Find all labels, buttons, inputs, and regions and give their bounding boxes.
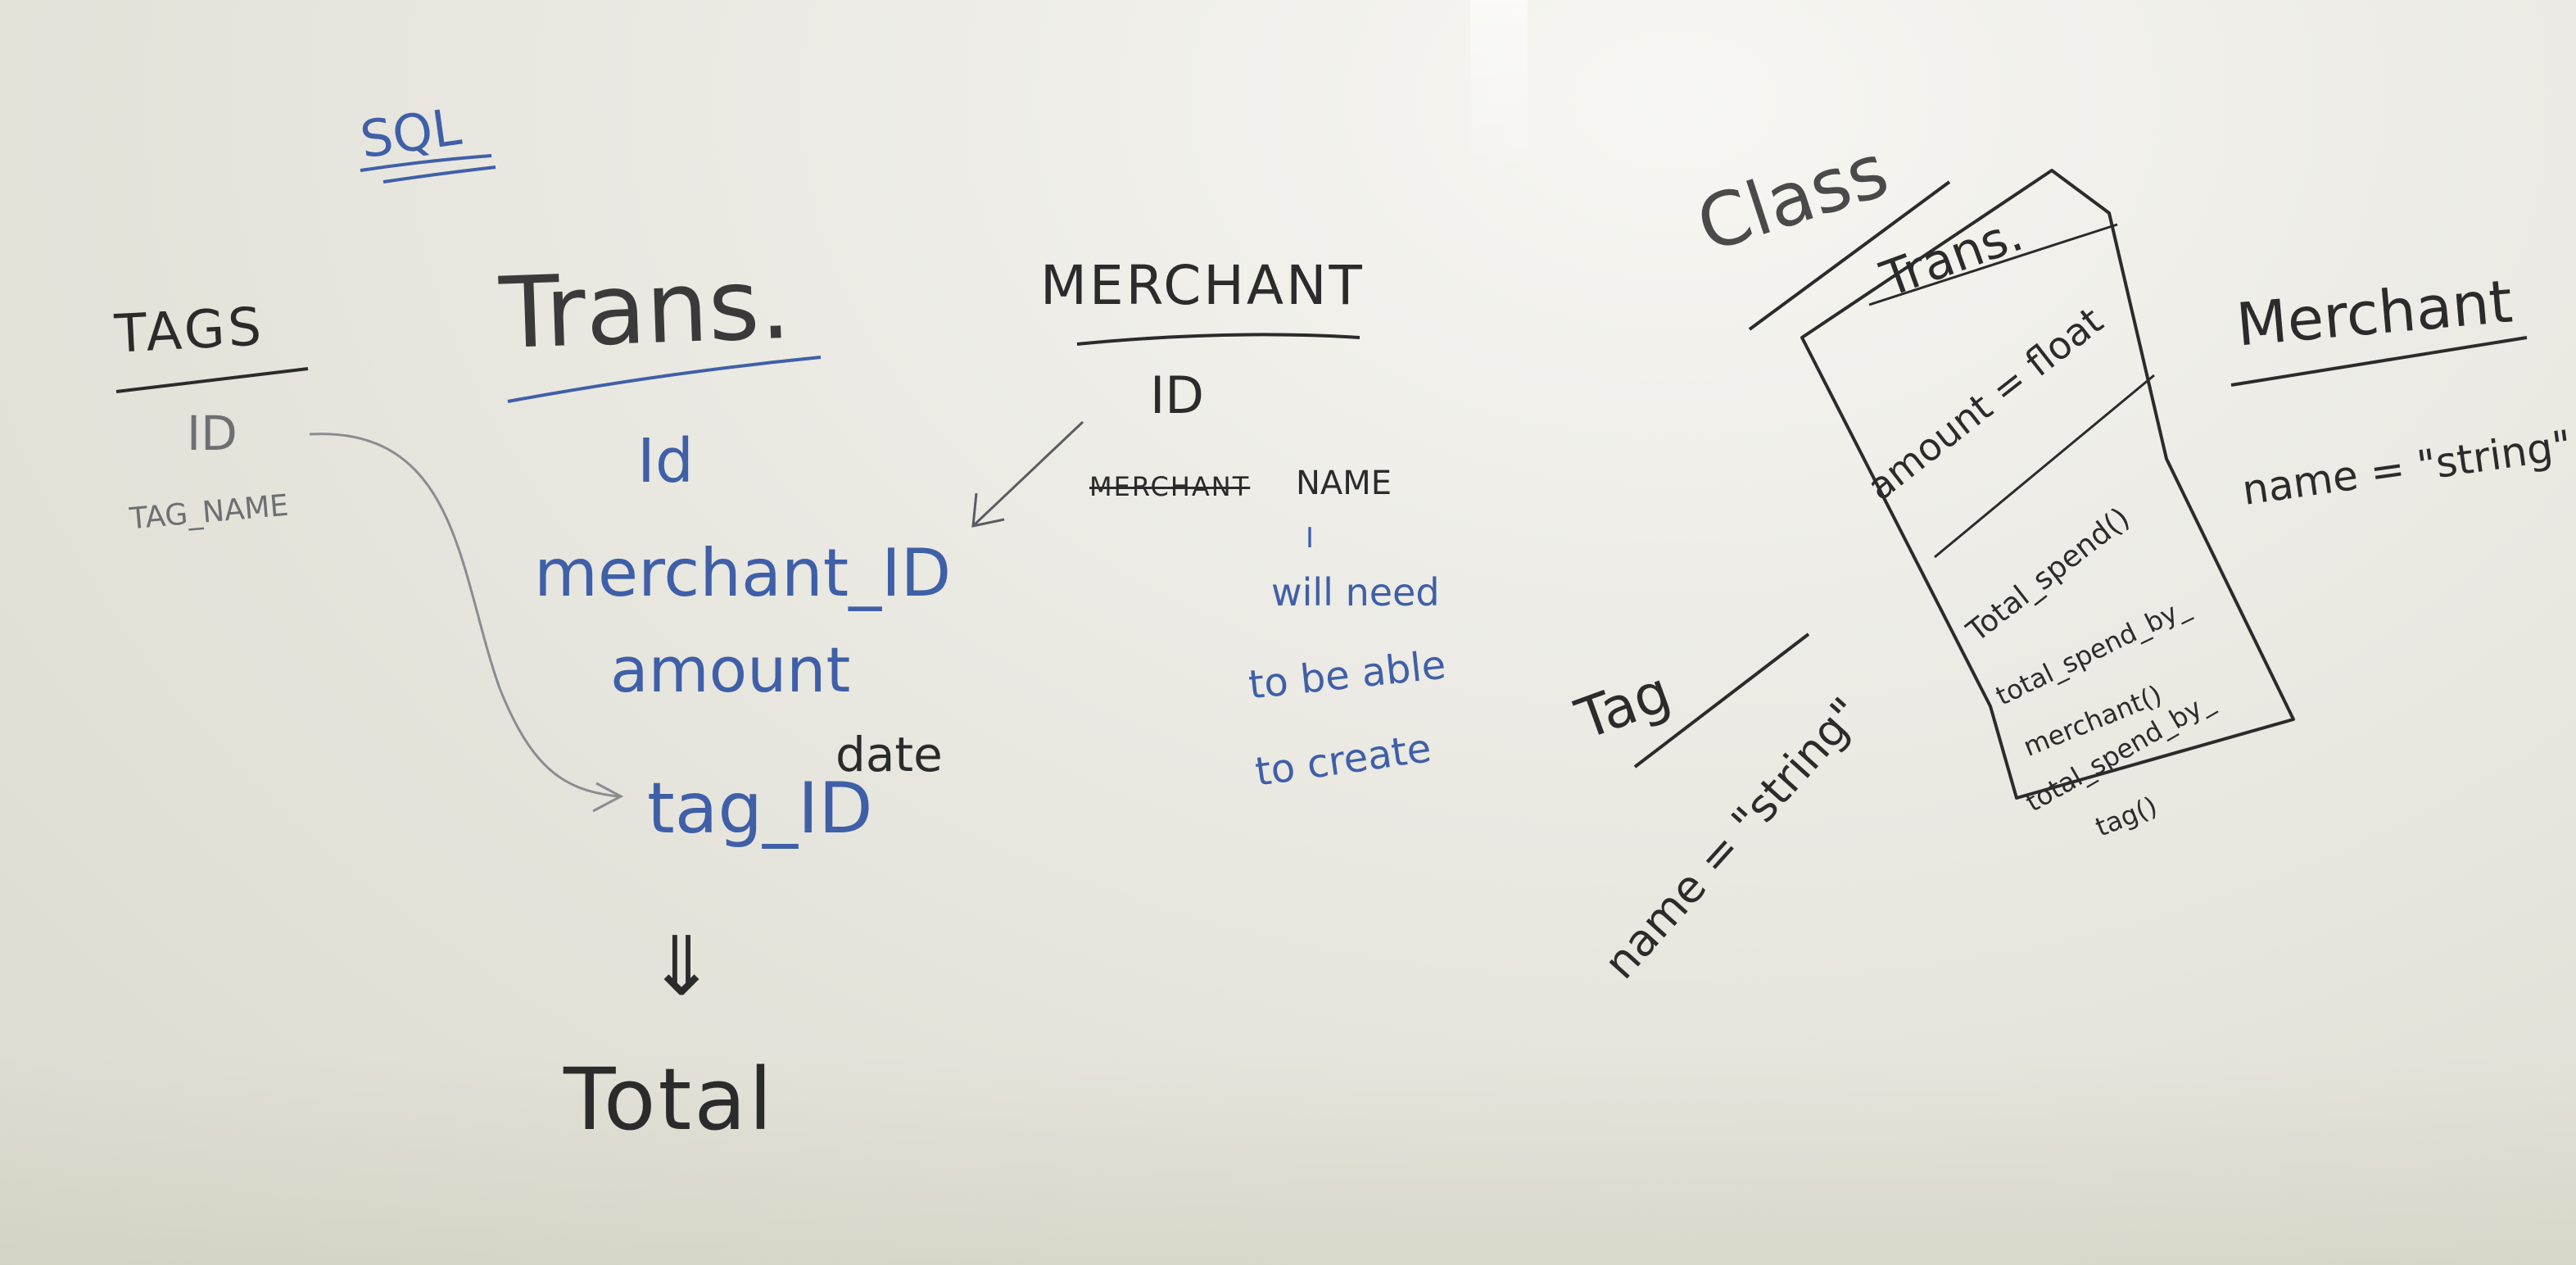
merchant-id-arrow bbox=[973, 420, 1084, 526]
sql-underline-2 bbox=[383, 165, 496, 184]
total-label: Total bbox=[564, 1050, 775, 1149]
tag-id-arrow bbox=[309, 433, 619, 798]
merchant-underline bbox=[1076, 333, 1360, 346]
trans-underline bbox=[507, 356, 822, 403]
down-arrow-icon: ⇓ bbox=[647, 918, 716, 1014]
note-line-2: will need bbox=[1271, 570, 1440, 614]
trans-field-amount: amount bbox=[610, 633, 851, 706]
merchant-struck-word: MERCHANT bbox=[1089, 471, 1251, 502]
note-line-1: I bbox=[1306, 522, 1315, 555]
tag-class-underline bbox=[1633, 632, 1810, 769]
sql-heading: SQL bbox=[356, 96, 465, 170]
merchant-id-arrowhead bbox=[971, 492, 1005, 528]
merchant-class-underline bbox=[2230, 336, 2528, 387]
trans-field-date: date bbox=[835, 727, 943, 782]
light-glare bbox=[1470, 0, 1528, 172]
trans-field-id: Id bbox=[637, 426, 694, 496]
trans-class-attr-divider bbox=[1934, 374, 2155, 559]
sql-underline bbox=[360, 154, 492, 172]
class-underline bbox=[1748, 180, 1951, 331]
board-shadow bbox=[0, 1052, 2576, 1265]
merchant-title: MERCHANT bbox=[1040, 254, 1365, 317]
tag-id-arrowhead bbox=[592, 782, 624, 813]
trans-title: Trans. bbox=[497, 247, 793, 372]
merchant-field-name: NAME bbox=[1296, 465, 1392, 502]
merchant-field-id: ID bbox=[1150, 365, 1205, 425]
trans-class-box bbox=[1800, 169, 2295, 800]
tags-underline bbox=[115, 367, 309, 393]
tags-title: TAGS bbox=[113, 297, 266, 365]
trans-class-title-line bbox=[1868, 223, 2118, 306]
trans-field-tag-id: tag_ID bbox=[647, 768, 873, 850]
tags-field-id: ID bbox=[187, 406, 238, 461]
trans-field-merchant-id: merchant_ID bbox=[534, 535, 952, 611]
